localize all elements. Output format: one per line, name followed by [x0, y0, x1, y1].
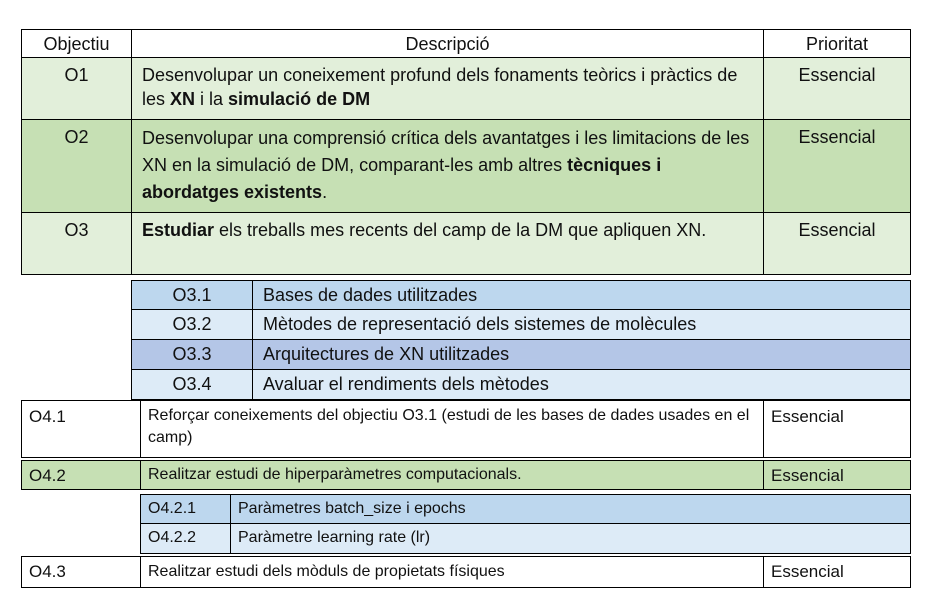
o3-sub-text: Bases de dades utilitzades: [252, 280, 911, 310]
o3-sub-text: Arquitectures de XN utilitzades: [252, 339, 911, 370]
o42-sub-id: O4.2.2: [140, 523, 231, 554]
o42-sub-id: O4.2.1: [140, 494, 231, 524]
row-o43-id: O4.3: [21, 556, 141, 588]
o42-sub-text: Paràmetre learning rate (lr): [230, 523, 911, 554]
row-o3-description: Estudiar els treballs mes recents del ca…: [131, 212, 764, 275]
row-o43-priority: Essencial: [763, 556, 911, 588]
row-o42-priority: Essencial: [763, 460, 911, 490]
row-o42-description: Realitzar estudi de hiperparàmetres comp…: [140, 460, 764, 490]
row-o2-priority: Essencial: [763, 119, 911, 213]
row-o41-description: Reforçar coneixements del objectiu O3.1 …: [140, 400, 764, 458]
row-o2-id: O2: [21, 119, 132, 213]
o3-sub-id: O3.4: [131, 369, 253, 400]
o3-sub-id: O3.1: [131, 280, 253, 310]
row-o43-description: Realitzar estudi dels mòduls de propieta…: [140, 556, 764, 588]
row-o41-priority: Essencial: [763, 400, 911, 458]
bold-phrase: tècniques i abordatges existents: [142, 155, 662, 202]
row-o1-priority: Essencial: [763, 57, 911, 120]
row-o1-description: Desenvolupar un coneixement profund dels…: [131, 57, 764, 120]
bold-phrase: simulació de DM: [228, 89, 371, 109]
bold-phrase: XN: [170, 89, 196, 109]
row-o3-id: O3: [21, 212, 132, 275]
o3-sub-id: O3.2: [131, 309, 253, 340]
row-o42-id: O4.2: [21, 460, 141, 490]
o42-sub-text: Paràmetres batch_size i epochs: [230, 494, 911, 524]
header-descripcio: Descripció: [131, 29, 764, 58]
row-o3-priority: Essencial: [763, 212, 911, 275]
row-o2-description: Desenvolupar una comprensió crítica dels…: [131, 119, 764, 213]
row-o1-id: O1: [21, 57, 132, 120]
header-prioritat: Prioritat: [763, 29, 911, 58]
o3-sub-text: Avaluar el rendiments dels mètodes: [252, 369, 911, 400]
header-objectiu: Objectiu: [21, 29, 132, 58]
o3-sub-id: O3.3: [131, 339, 253, 370]
row-o41-id: O4.1: [21, 400, 141, 458]
bold-phrase: Estudiar: [142, 220, 215, 240]
o3-sub-text: Mètodes de representació dels sistemes d…: [252, 309, 911, 340]
